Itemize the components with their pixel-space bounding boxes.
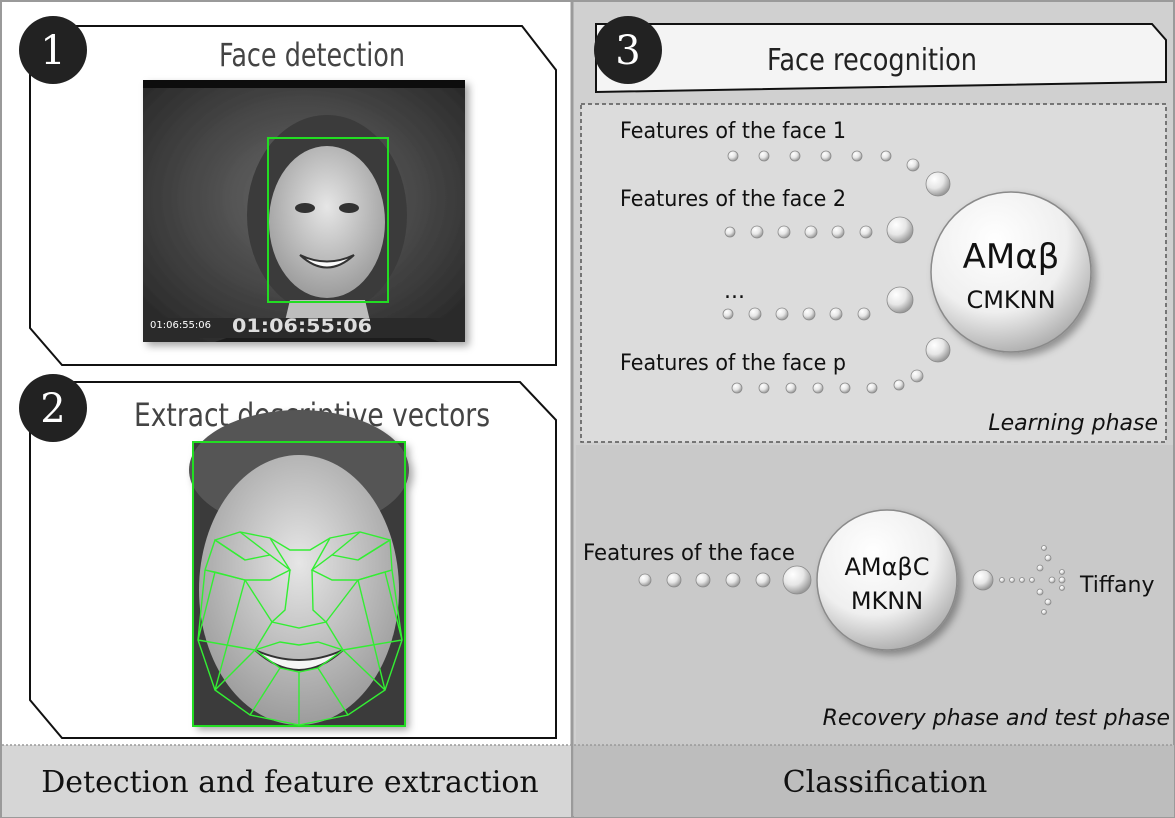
bead [867,383,877,393]
bead [926,338,950,362]
bead [881,151,891,161]
footer-right-label: Classification [783,765,988,800]
learning-row-1-label: Features of the face 1 [620,119,846,144]
bead [696,573,710,587]
recovery-classifier-line1: AMαβC [844,553,929,581]
bead [786,383,796,393]
bead [756,573,770,587]
bead [840,383,850,393]
bead [1042,610,1047,615]
bead [776,308,788,320]
bead [639,574,651,586]
bead [973,570,993,590]
step3-number: 3 [615,28,640,74]
bead [1020,578,1025,583]
bead [1060,570,1065,575]
learning-row-4-label: Features of the face p [620,351,846,376]
bead [813,383,823,393]
bead [911,370,923,382]
step1-title: Face detection [219,36,405,74]
bead [759,383,769,393]
bead [1030,578,1035,583]
step1-number: 1 [40,28,65,74]
bead [821,151,831,161]
bead [751,226,763,238]
bead [728,151,738,161]
bead [732,383,742,393]
bead [852,151,862,161]
bead [860,226,872,238]
bead [1042,546,1047,551]
bead [1045,599,1051,605]
bead [805,226,817,238]
timestamp-small: 01:06:55:06 [150,320,211,331]
recovery-phase-label: Recovery phase and test phase [823,706,1170,731]
bead [926,172,950,196]
bead [790,151,800,161]
recovery-input-label: Features of the face [583,541,795,566]
bead [783,566,811,594]
bead [726,573,740,587]
learning-classifier-line2: CMKNN [966,286,1055,314]
bead [749,308,761,320]
timestamp-large: 01:06:55:06 [232,315,372,337]
bead [1037,589,1043,595]
bead [858,308,870,320]
recovery-classifier-line2: MKNN [851,587,923,615]
footer-left-label: Detection and feature extraction [41,765,538,800]
bead [907,159,919,171]
bead [1045,555,1051,561]
bead [894,380,904,390]
learning-classifier-line1: AMαβ [963,237,1060,277]
learning-phase-label: Learning phase [988,411,1158,436]
step2-number: 2 [40,386,65,432]
bead [723,309,733,319]
bead [830,308,842,320]
bead [1037,565,1043,571]
bead [1060,586,1065,591]
bead [887,217,913,243]
learning-row-3-label: ... [724,279,745,304]
learning-row-2-label: Features of the face 2 [620,187,846,212]
bead [778,226,790,238]
bead [759,151,769,161]
bead [803,308,815,320]
bead [725,227,735,237]
bead [887,287,913,313]
recovery-output-label: Tiffany [1079,573,1154,598]
bead [1059,577,1065,583]
step3-title: Face recognition [767,43,977,78]
bead [667,573,681,587]
bead [832,226,844,238]
bead [1049,577,1055,583]
bead [1010,578,1015,583]
bead [1000,578,1005,583]
